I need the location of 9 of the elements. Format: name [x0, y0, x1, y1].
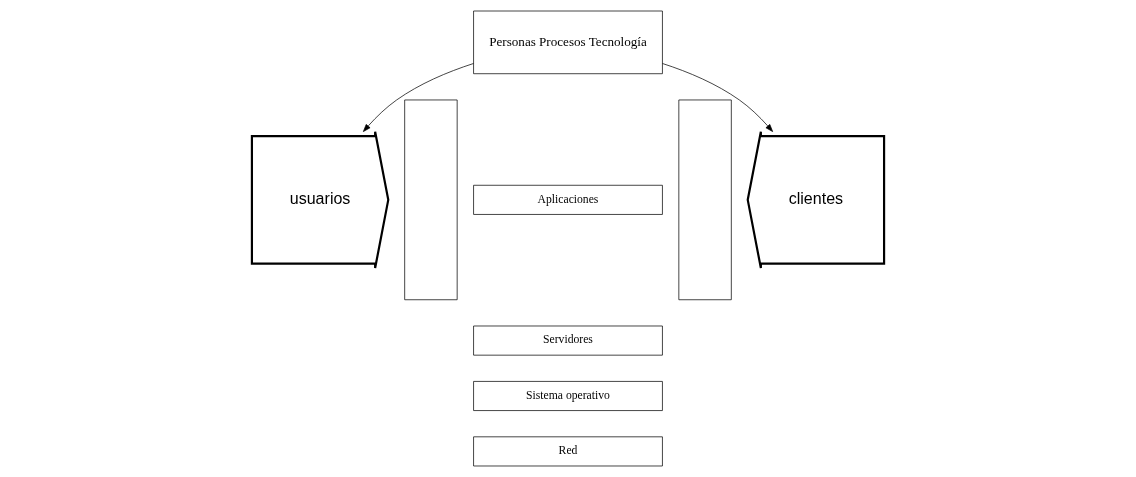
arrow — [662, 63, 773, 132]
node-box — [678, 99, 732, 301]
node-box — [404, 99, 458, 301]
node-box: Aplicaciones — [473, 184, 663, 215]
node-box: Sistema operativo — [473, 381, 663, 411]
node-box: Red — [473, 436, 663, 467]
node-box: Servidores — [473, 325, 663, 356]
node-box: Personas Procesos Tecnología — [473, 10, 663, 75]
arrow — [363, 63, 474, 132]
